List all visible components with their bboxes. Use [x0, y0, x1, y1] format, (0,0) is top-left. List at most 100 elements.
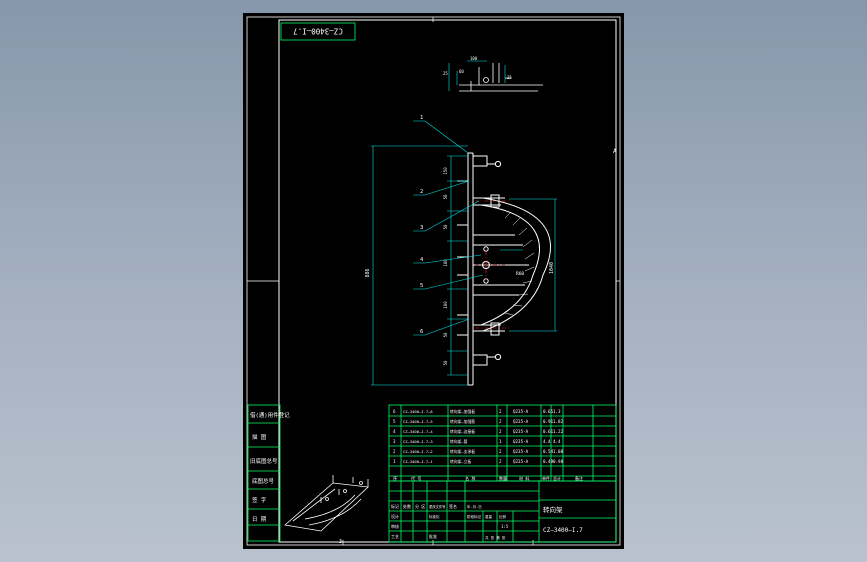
part-name: 转向架	[543, 505, 563, 514]
tb-label-design: 设计	[391, 513, 399, 519]
balloon-6: 6	[420, 329, 423, 335]
stamp-row-6: 日 期	[252, 516, 267, 523]
top-view	[459, 63, 543, 92]
top-view-dims	[448, 60, 506, 91]
border-mark-right: A	[613, 148, 617, 155]
dimension-lines	[371, 145, 557, 386]
bom-cell-no: 6	[393, 409, 396, 414]
bom-cell-total: 4.4	[553, 439, 561, 444]
drawing-sheet: A 3 CZ—3400—I.7 25 60 100 25	[243, 13, 624, 549]
tb-sheet-info: 共 张 第 张	[485, 535, 506, 540]
balloon-3: 3	[420, 225, 423, 231]
bom-cell-total: 1.22	[553, 429, 564, 434]
bom-cell-qty: 2	[499, 449, 502, 454]
balloon-1: 1	[420, 115, 423, 121]
bom-cell-name: 转向架—管	[450, 439, 468, 444]
cad-drawing: A 3 CZ—3400—I.7 25 60 100 25	[246, 16, 621, 546]
dim-arc-height: 1040	[549, 262, 555, 274]
bom-cell-code: CZ—3400—I.7—6	[403, 409, 433, 414]
tb-label-date: 年.月.日	[467, 504, 482, 509]
bom-cell-material: Q235-A	[513, 429, 529, 434]
bom-cell-no: 5	[393, 419, 396, 424]
top-dim-2: 60	[459, 69, 464, 74]
bom-cell-name: 转向架—立板	[450, 459, 471, 464]
arc-hatch	[504, 211, 535, 316]
tb-label-count: 处数	[403, 503, 411, 509]
tb-label-approve: 批准	[429, 533, 437, 539]
main-view	[457, 152, 551, 386]
stamp-row-4: 底图总号	[252, 477, 275, 485]
side-dim-4: 100	[443, 259, 448, 267]
side-dim-3: 50	[443, 224, 448, 229]
bom-cell-no: 4	[393, 429, 396, 434]
bom-header: 材 料	[519, 475, 529, 481]
tb-label-zone: 分 区	[415, 503, 425, 509]
bom-cell-material: Q235-A	[513, 409, 529, 414]
bom-header: 备注	[575, 475, 583, 481]
bom-cell-code: CZ—3400—I.7—3	[403, 439, 433, 444]
tb-label-review: 审核	[391, 523, 399, 529]
tb-label-sign: 签名	[449, 503, 457, 509]
balloon-2: 2	[420, 189, 423, 195]
drawing-code: CZ—3400—I.7	[543, 527, 583, 534]
side-dim-1: 150	[443, 167, 448, 175]
tb-label-standard: 标准化	[429, 514, 440, 519]
bom-cell-no: 3	[393, 439, 396, 444]
bom-cell-unit: 0.61	[543, 429, 554, 434]
bom-header: 单件	[542, 475, 550, 481]
border-mark-bottom: 3	[339, 539, 342, 545]
top-dim-1: 25	[443, 71, 448, 76]
bom-cell-name: 转向架—加强筋	[450, 419, 475, 424]
tb-stage-label: 阶段标记	[467, 514, 481, 519]
bom-cell-no: 1	[393, 459, 396, 464]
top-dim-4: 25	[507, 75, 512, 80]
bom-cell-name: 转向架—支承板	[450, 449, 475, 454]
bom-cell-unit: 0.65	[543, 409, 554, 414]
bom-header: 代 号	[411, 475, 421, 481]
stamp-row-1: 借(通)用件登记	[250, 411, 290, 419]
centerlines	[475, 200, 509, 329]
title-block	[388, 480, 617, 543]
bom-cell-qty: 2	[499, 409, 502, 414]
bom-cell-unit: 0.91	[543, 419, 554, 424]
side-dim-6: 50	[443, 332, 448, 337]
bom-cell-unit: 0.54	[543, 449, 554, 454]
bom-cell-total: 1.82	[553, 419, 564, 424]
bom-cell-unit: 4.4	[543, 439, 551, 444]
bom-cell-name: 转向架—连接板	[450, 429, 475, 434]
tb-scale-label: 比例	[499, 514, 507, 519]
border-ticks	[247, 17, 620, 545]
stamp-row-5: 签 字	[252, 496, 267, 504]
tb-weight-label: 重量	[485, 514, 493, 519]
bom-headers: 序代 号名 称数量材 料单件总计备注	[393, 475, 583, 481]
isometric-view	[284, 475, 369, 532]
bom-cell-total: 0.98	[553, 459, 564, 464]
tb-label-process: 工艺	[391, 534, 399, 539]
bom-cell-code: CZ—3400—I.7—1	[403, 459, 433, 464]
top-dim-3: 100	[470, 56, 478, 61]
side-dim-5: 100	[443, 301, 448, 309]
bom-cell-total: 1.3	[553, 409, 561, 414]
balloon-5: 5	[420, 283, 423, 289]
bom-cell-material: Q235-A	[513, 419, 529, 424]
side-stamp	[247, 404, 281, 542]
bom-cell-name: 转向架—加强板	[450, 409, 475, 414]
balloon-leaders	[413, 120, 484, 336]
bom-header: 序	[393, 475, 397, 481]
bom-cell-material: Q235-A	[513, 439, 529, 444]
tb-label-mark: 标记	[391, 503, 399, 509]
side-dim-7: 50	[443, 360, 448, 365]
bom-cell-material: Q235-A	[513, 459, 529, 464]
bom-cell-no: 2	[393, 449, 396, 454]
bom-header: 总计	[553, 475, 561, 481]
bom-cell-code: CZ—3400—I.7—5	[403, 419, 433, 424]
dim-arc-radius: R60	[516, 271, 524, 277]
bom-cell-code: CZ—3400—I.7—2	[403, 449, 433, 454]
tb-label-change: 更改文件号	[429, 504, 446, 509]
side-stamp-text: 借(通)用件登记 描 图 旧底图总号 底图总号 签 字 日 期	[250, 411, 290, 523]
code-box	[280, 22, 356, 41]
dim-overall-height: 886	[365, 268, 371, 277]
inner-border	[278, 19, 617, 543]
bom-cell-unit: 0.49	[543, 459, 554, 464]
